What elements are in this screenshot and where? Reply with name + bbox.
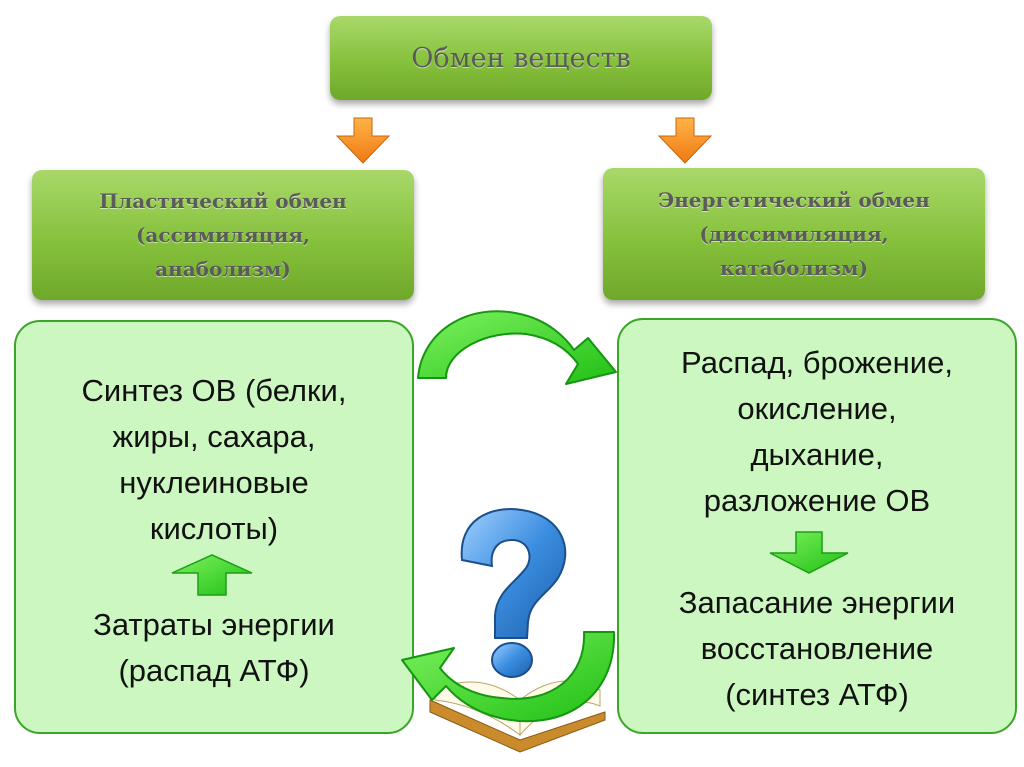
energy-cost-line-2: (распад АТФ)	[118, 653, 310, 688]
up-arrow-icon	[171, 554, 253, 596]
plastic-subtitle-2: анаболизм)	[155, 257, 291, 281]
metabolism-title: Обмен веществ	[411, 42, 631, 74]
synthesis-line-2: жиры, сахара,	[112, 419, 316, 454]
anabolism-panel: Синтез ОВ (белки, жиры, сахара, нуклеино…	[14, 320, 414, 734]
energy-subtitle: (диссимиляция,	[699, 222, 889, 246]
process-line-4: разложение ОВ	[703, 483, 931, 518]
down-arrow-icon	[657, 117, 713, 164]
process-line-1: Распад, брожение,	[681, 345, 953, 380]
question-mark-icon	[460, 508, 567, 678]
synthesis-line-3: нуклеиновые	[119, 465, 309, 500]
cycle-arrow-icon	[417, 310, 617, 385]
storage-line-3: (синтез АТФ)	[725, 677, 909, 712]
metabolism-title-box: Обмен веществ	[330, 16, 712, 100]
catabolism-panel: Распад, брожение, окисление, дыхание, ра…	[617, 318, 1017, 734]
cycle-arrow-icon	[401, 631, 616, 723]
energy-title: Энергетический обмен	[658, 188, 930, 212]
energy-cost-line-1: Затраты энергии	[93, 607, 335, 642]
storage-line-1: Запасание энергии	[678, 585, 956, 620]
plastic-title: Пластический обмен	[99, 189, 347, 213]
storage-line-2: восстановление	[700, 631, 934, 666]
down-arrow-icon	[335, 117, 391, 164]
process-line-3: дыхание,	[750, 437, 884, 472]
plastic-subtitle: (ассимиляция,	[135, 223, 311, 247]
energy-subtitle-2: катаболизм)	[720, 256, 868, 280]
synthesis-line-4: кислоты)	[149, 511, 279, 546]
synthesis-line-1: Синтез ОВ (белки,	[81, 373, 347, 408]
plastic-metabolism-box: Пластический обмен (ассимиляция, анаболи…	[32, 170, 414, 300]
down-arrow-icon	[769, 531, 849, 574]
energy-metabolism-box: Энергетический обмен (диссимиляция, ката…	[603, 168, 985, 300]
process-line-2: окисление,	[737, 391, 897, 426]
